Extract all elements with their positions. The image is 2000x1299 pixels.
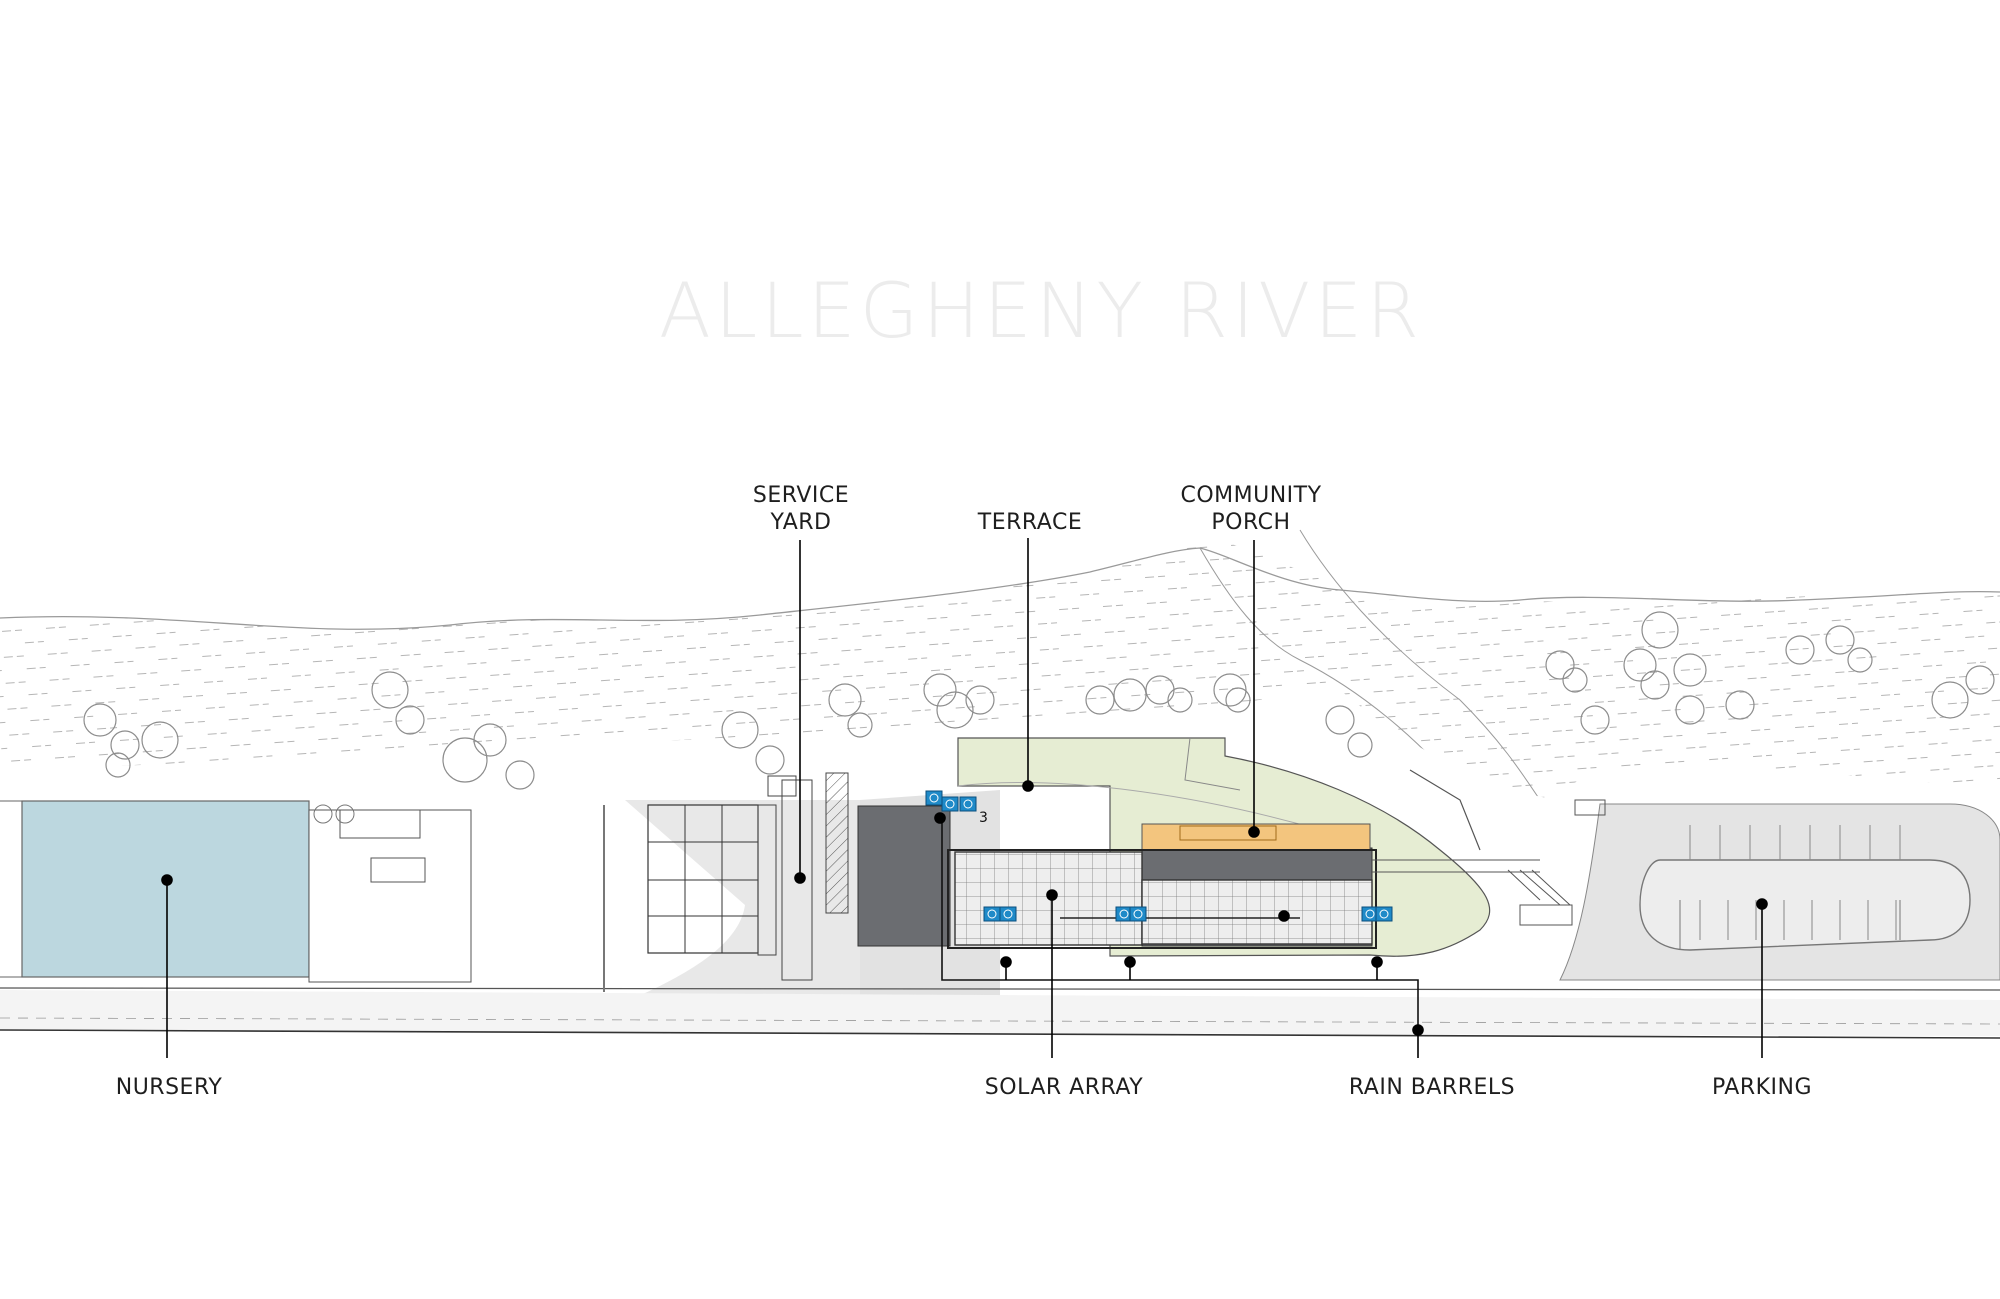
leader-service-yard <box>794 540 806 884</box>
tree-icon <box>1167 687 1193 713</box>
leader-barrel-4 <box>934 812 946 824</box>
rain-barrel <box>959 796 977 812</box>
building-west <box>857 805 951 947</box>
tree-icon <box>395 705 425 735</box>
tree-icon <box>1545 650 1575 680</box>
service-paving <box>625 800 860 1002</box>
tree-icon <box>1965 665 1995 695</box>
rain-barrel <box>1375 906 1393 922</box>
callout-number: 3 <box>979 810 988 826</box>
label-terrace: TERRACE <box>977 510 1083 535</box>
tree-icon <box>1725 690 1755 720</box>
tree-icon <box>1213 673 1247 707</box>
rain-barrel <box>999 906 1017 922</box>
road-band <box>0 990 2000 1036</box>
nursery-block <box>21 800 310 978</box>
tree-icon <box>1785 635 1815 665</box>
rain-barrel <box>1129 906 1147 922</box>
tree-icon <box>110 730 140 760</box>
leader-rain-barrels <box>1412 1024 1424 1058</box>
tree-icon <box>1580 705 1610 735</box>
leader-terrace <box>1022 538 1034 792</box>
leader-barrel-3 <box>1371 956 1383 980</box>
tree-icon <box>1347 732 1373 758</box>
tree-icon <box>1641 611 1679 649</box>
label-parking: PARKING <box>1711 1075 1813 1100</box>
solar-array-east <box>1141 879 1373 945</box>
rain-barrel <box>925 790 943 806</box>
slope-hatch <box>0 540 2000 800</box>
tree-icon <box>1847 647 1873 673</box>
river-title: ALLEGHENY RIVER <box>658 266 1424 355</box>
leader-solar-array <box>1046 889 1058 1058</box>
tree-icon <box>1325 705 1355 735</box>
label-solar-array: SOLAR ARRAY <box>984 1075 1144 1100</box>
rain-barrel <box>941 796 959 812</box>
label-nursery: NURSERY <box>115 1075 223 1100</box>
tree-icon <box>1640 670 1670 700</box>
leader-community-porch <box>1248 540 1260 838</box>
tree-icon <box>442 737 488 783</box>
tree-icon <box>923 673 957 707</box>
tree-icon <box>505 760 535 790</box>
parking-island <box>1639 859 1971 951</box>
tree-icon <box>1673 653 1707 687</box>
tree-icon <box>936 691 974 729</box>
label-community-porch: COMMUNITY PORCH <box>1180 483 1322 535</box>
tree-icon <box>828 683 862 717</box>
leader-solar-east <box>1278 910 1290 922</box>
tree-icon <box>1113 678 1147 712</box>
tree-icon <box>1931 681 1969 719</box>
tree-icon <box>1675 695 1705 725</box>
tree-icon <box>141 721 179 759</box>
leader-barrel-2 <box>1124 956 1136 980</box>
tree-icon <box>1825 625 1855 655</box>
rain-barrel <box>1361 906 1379 922</box>
tree-icon <box>1562 667 1588 693</box>
tree-icon <box>371 671 409 709</box>
leader-parking <box>1756 898 1768 1058</box>
tree-icon <box>965 685 995 715</box>
leader-nursery <box>161 874 173 1058</box>
tree-icon <box>473 723 507 757</box>
tree-icon <box>105 752 131 778</box>
tree-icon <box>83 703 117 737</box>
label-rain-barrels: RAIN BARRELS <box>1348 1075 1516 1100</box>
tree-icon <box>847 712 873 738</box>
tree-icon <box>1085 685 1115 715</box>
tree-icon <box>1623 648 1657 682</box>
tree-icon <box>1225 687 1251 713</box>
rain-barrel <box>983 906 1001 922</box>
tree-icon <box>721 711 759 749</box>
label-service-yard: SERVICE YARD <box>752 483 850 535</box>
tree-icon <box>755 745 785 775</box>
leader-barrel-1 <box>1000 956 1012 980</box>
adjacent-building <box>308 809 472 983</box>
